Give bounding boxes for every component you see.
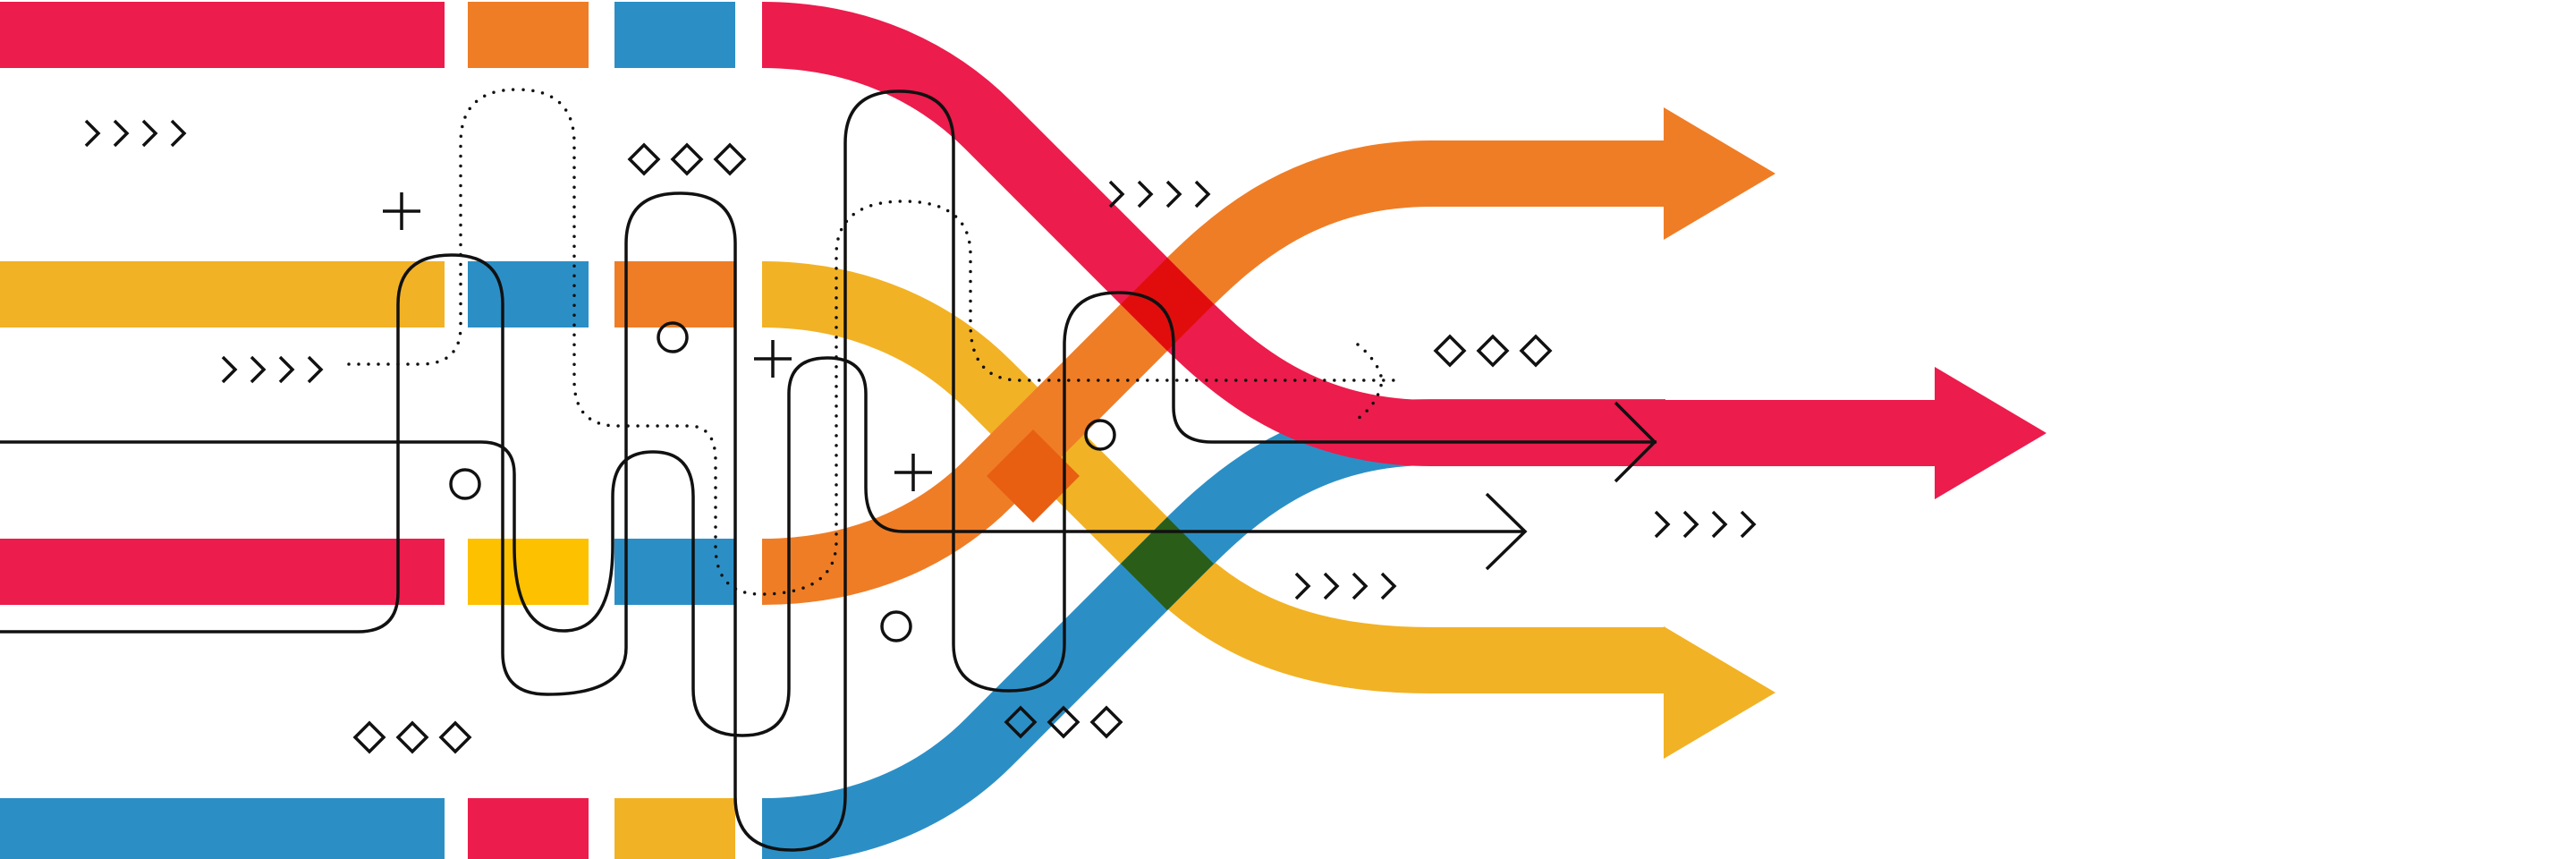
stripe-red-row3 <box>0 539 445 605</box>
stripe-orange-row2 <box>614 261 735 327</box>
diamond-group-icon <box>1004 705 1123 739</box>
circle-icon <box>449 468 481 500</box>
diamond-group-icon <box>627 142 747 176</box>
left-stripes <box>0 2 735 859</box>
stripe-blue-row4 <box>0 798 445 859</box>
circle-icon <box>1084 419 1116 451</box>
arrow-red-icon <box>1935 367 2046 499</box>
diamond-group-icon <box>1433 334 1553 368</box>
diamond-group-icon <box>352 720 472 754</box>
band-overlaps <box>987 258 1214 610</box>
circle-icon <box>657 321 689 353</box>
stripe-blue-top <box>614 2 735 68</box>
arrow-orange-icon <box>1664 107 1775 240</box>
overlap-red-orange <box>1121 258 1214 351</box>
plus-icon <box>383 192 420 230</box>
arrow-heads <box>1664 107 2046 759</box>
dotted-loop-left <box>347 88 1397 596</box>
chevron-group-icon <box>84 119 187 148</box>
stripe-yellow-row4 <box>614 798 735 859</box>
chevron-group-icon <box>1654 510 1757 539</box>
stripe-orange-top <box>468 2 589 68</box>
chevron-group-icon <box>221 355 324 384</box>
line-work <box>0 89 1657 852</box>
arrow-line-icon-2 <box>1614 401 1657 483</box>
stripe-red-row4 <box>468 798 589 859</box>
plus-icon <box>894 454 932 491</box>
stripe-red-top <box>0 2 445 68</box>
arrow-yellow-icon <box>1664 626 1775 759</box>
stripe-gold-row3 <box>468 539 589 605</box>
plus-icon <box>754 340 792 378</box>
overlap-blue-yellow <box>1121 517 1214 610</box>
stripe-blue-row2 <box>468 261 589 327</box>
chevron-group-icon <box>1294 572 1397 600</box>
circle-icon <box>880 610 912 642</box>
dotted-paths <box>347 88 1397 596</box>
stripe-blue-row3 <box>614 539 735 605</box>
stripe-yellow-row2 <box>0 261 445 327</box>
arrow-line-icon-1 <box>1485 492 1528 571</box>
overlap-orange-yellow <box>987 430 1080 523</box>
diamond-groups <box>352 142 1553 754</box>
chevron-groups <box>84 119 1757 600</box>
flow-bands <box>761 2 1936 859</box>
line-bottom-loop <box>0 89 1657 852</box>
chevron-group-icon <box>1108 180 1211 208</box>
